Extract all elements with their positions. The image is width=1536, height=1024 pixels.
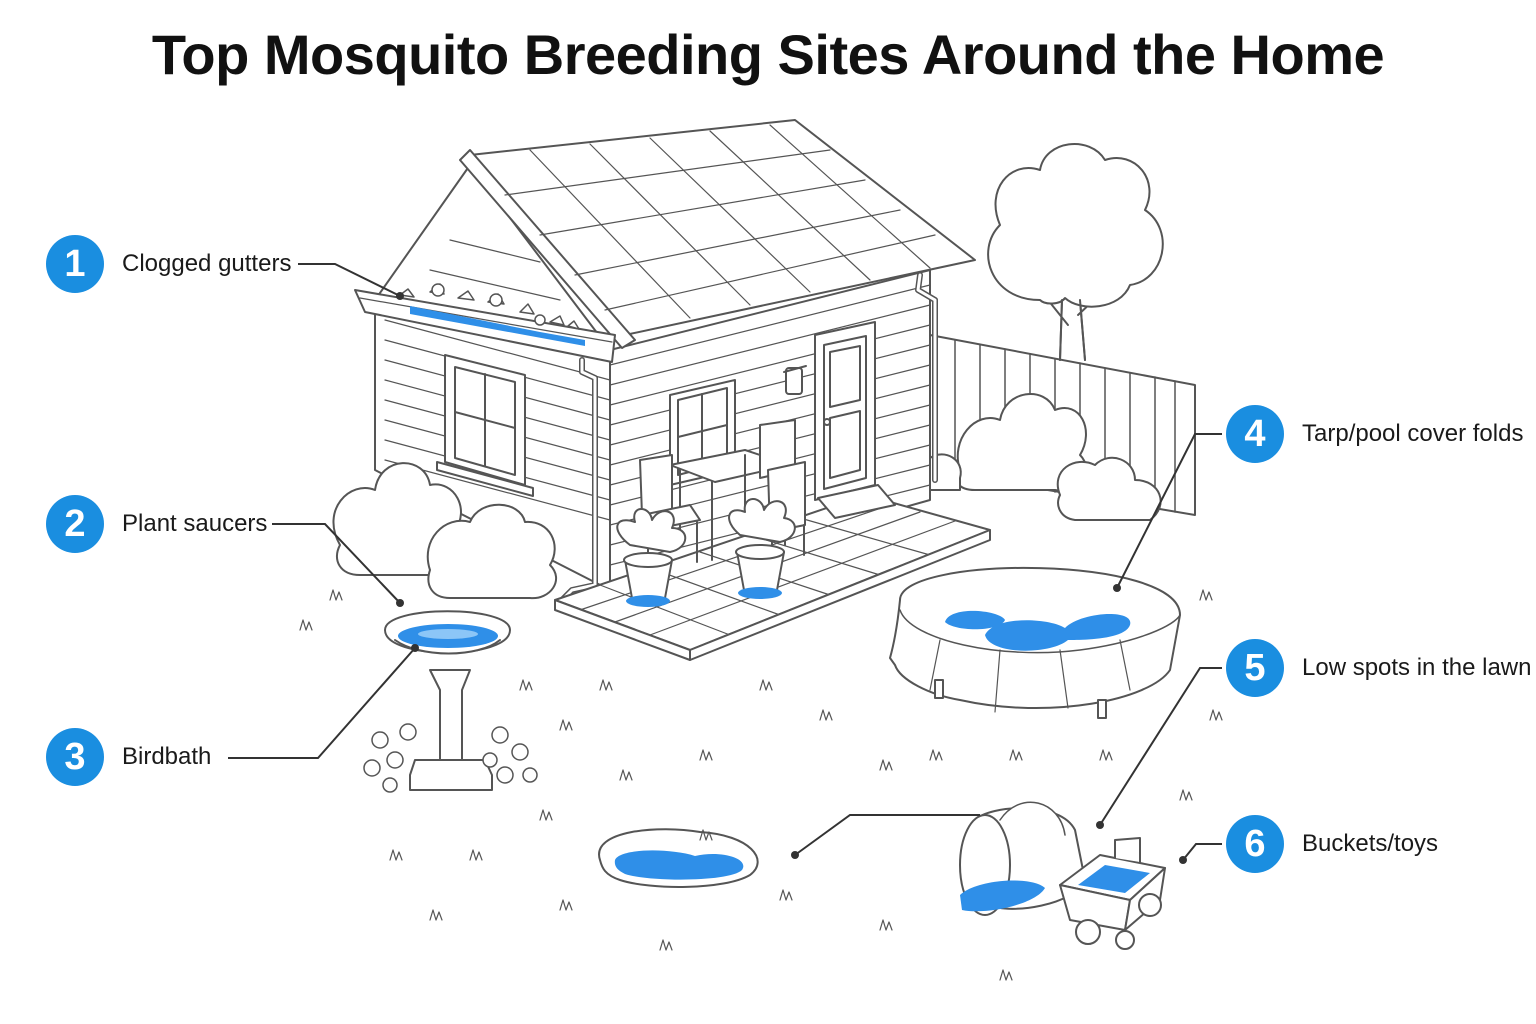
callout-number-badge: 6 xyxy=(1226,815,1284,873)
door xyxy=(814,321,876,501)
callout-label: Tarp/pool cover folds xyxy=(1302,420,1524,447)
leader-dot-2 xyxy=(396,599,404,607)
callout-label: Clogged gutters xyxy=(122,250,292,277)
leader-line-6 xyxy=(1182,843,1222,861)
potted-plant-right xyxy=(728,498,796,591)
flowers-birdbath xyxy=(363,723,538,793)
birdbath-water-shine xyxy=(418,629,478,639)
leader-line-5b xyxy=(794,814,980,856)
downspout xyxy=(559,272,938,603)
leader-line-1 xyxy=(298,263,401,297)
grass-tufts xyxy=(299,589,1223,981)
leader-line-4 xyxy=(1116,433,1222,589)
leader-line-3 xyxy=(228,647,416,759)
callout-5: 5 Low spots in the lawn xyxy=(1226,639,1531,697)
wall-lamp xyxy=(783,365,807,395)
potted-plant-left xyxy=(616,508,687,599)
pool-cover-water xyxy=(945,610,1131,651)
callout-3: 3 Birdbath xyxy=(46,728,211,786)
callout-label: Plant saucers xyxy=(122,510,268,537)
page-title: Top Mosquito Breeding Sites Around the H… xyxy=(151,23,1385,86)
leader-dot-5 xyxy=(1096,821,1104,829)
gutter-water xyxy=(410,306,585,346)
callout-label: Low spots in the lawn xyxy=(1302,654,1532,681)
left-window xyxy=(436,354,534,497)
tree xyxy=(987,143,1164,361)
callout-label: Buckets/toys xyxy=(1302,830,1439,857)
callout-1: 1 Clogged gutters xyxy=(46,235,291,293)
leader-dot-5b xyxy=(791,851,799,859)
leader-line-2 xyxy=(272,523,401,604)
callout-number-badge: 1 xyxy=(46,235,104,293)
lawn-puddle-water xyxy=(614,850,744,880)
bushes-left xyxy=(332,462,557,600)
callout-number-badge: 3 xyxy=(46,728,104,786)
gutter-debris xyxy=(399,283,580,330)
callout-6: 6 Buckets/toys xyxy=(1226,815,1438,873)
callout-2: 2 Plant saucers xyxy=(46,495,267,553)
callout-number-badge: 2 xyxy=(46,495,104,553)
saucer-water-right xyxy=(738,587,782,599)
callout-label: Birdbath xyxy=(122,743,212,770)
leader-line-5 xyxy=(1099,667,1222,826)
leader-dot-3 xyxy=(411,644,419,652)
leader-dot-1 xyxy=(396,292,404,300)
callout-4: 4 Tarp/pool cover folds xyxy=(1226,405,1523,463)
callout-number-badge: 4 xyxy=(1226,405,1284,463)
callout-number-badge: 5 xyxy=(1226,639,1284,697)
leader-dot-6 xyxy=(1179,856,1187,864)
leader-dot-4 xyxy=(1113,584,1121,592)
wagon-water xyxy=(1078,865,1150,893)
saucer-water-left xyxy=(626,595,670,607)
bucket-water xyxy=(960,880,1045,912)
